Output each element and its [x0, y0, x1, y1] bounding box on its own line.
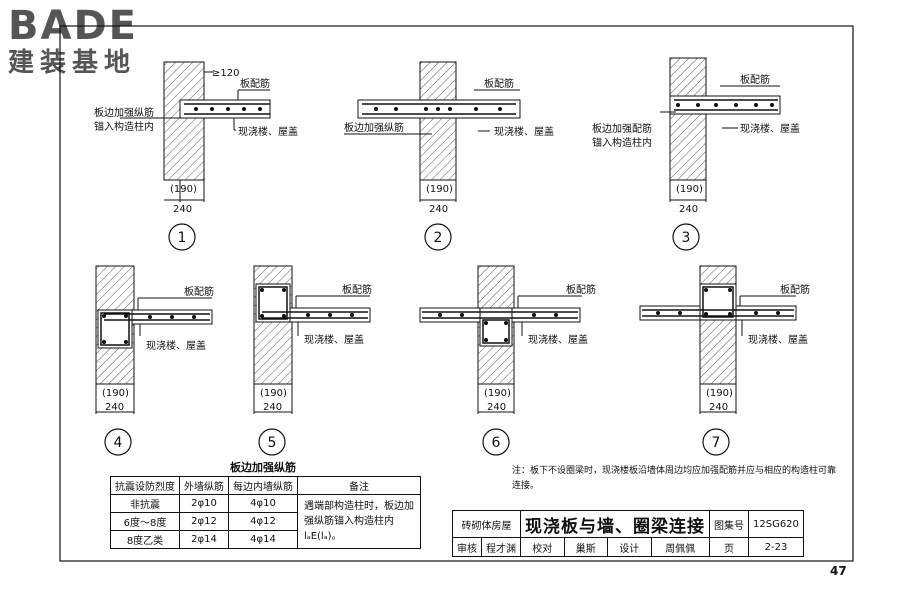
table-cell: 非抗震: [110, 494, 180, 513]
fig5-label-bottom: 现浇楼、屋盖: [304, 333, 364, 346]
fig7-number: 7: [712, 435, 721, 451]
fig6-label-bottom: 现浇楼、屋盖: [528, 333, 588, 346]
sheet-border: [59, 25, 854, 562]
fig6-dim2: 240: [487, 402, 506, 413]
fig2-label-top: 板配筋: [484, 77, 514, 90]
fig5-label-top: 板配筋: [342, 283, 372, 296]
table-header: 外墙纵筋: [179, 476, 229, 495]
fig5-number: 5: [268, 435, 277, 451]
fig7-dim2: 240: [709, 402, 728, 413]
reviewer-name: 程才渊: [481, 537, 521, 557]
fig1-label-bottom: 现浇楼、屋盖: [238, 125, 298, 138]
fig3-label-bottom: 现浇楼、屋盖: [740, 122, 800, 135]
figure-3: [660, 57, 781, 251]
table-cell: 2φ14: [179, 530, 229, 549]
fig7-label-bottom: 现浇楼、屋盖: [748, 333, 808, 346]
table-remark: 遇端部构造柱时，板边加强纵筋锚入构造柱内lₐE(lₐ)。: [297, 494, 421, 549]
fig2-label-bottom: 现浇楼、屋盖: [494, 125, 554, 138]
wall: [163, 61, 205, 181]
fig2-label-left: 板边加强纵筋: [344, 121, 404, 134]
checker-name: 巢斯: [563, 537, 608, 557]
fig5-dim2: 240: [263, 402, 282, 413]
fig4-number: 4: [114, 435, 123, 451]
table-row: 非抗震 2φ10 4φ10 遇端部构造柱时，板边加强纵筋锚入构造柱内lₐE(lₐ…: [110, 494, 421, 549]
figure-1: [120, 61, 271, 251]
designer-name: 周佩佩: [650, 537, 710, 557]
table-header: 备注: [297, 476, 421, 495]
title-category: 砖砌体房屋: [452, 510, 521, 538]
fig3-dim1: (190): [676, 184, 703, 195]
figure-2: [344, 61, 521, 251]
review-label: 审核: [452, 537, 482, 557]
fig7-dim1: (190): [706, 388, 733, 399]
table-row: 8度乙类 2φ14 4φ14: [110, 530, 421, 549]
title-block: 砖砌体房屋 现浇板与墙、圈梁连接 图集号 12SG620 审核 程才渊 校对 巢…: [452, 510, 804, 557]
figure-6: [419, 265, 582, 456]
table-cell: 4φ12: [228, 512, 298, 531]
table-cell: 2φ10: [179, 494, 229, 513]
table-cell: 6度～8度: [110, 512, 180, 531]
table-header-row: 抗震设防烈度 外墙纵筋 每边内墙纵筋 备注: [110, 476, 421, 495]
fig6-dim1: (190): [484, 388, 511, 399]
fig3-number: 3: [682, 230, 691, 246]
table-cell: 4φ14: [228, 530, 298, 549]
fig3-dim2: 240: [679, 204, 698, 215]
drawing-title: 现浇板与墙、圈梁连接: [520, 510, 710, 538]
fig2-dim2: 240: [429, 204, 448, 215]
fig2-number: 2: [434, 230, 443, 246]
fig1-dim1: (190): [170, 184, 197, 195]
fig3-label-top: 板配筋: [740, 73, 770, 86]
table-title: 板边加强纵筋: [230, 461, 296, 474]
atlas-label: 图集号: [709, 510, 749, 538]
fig1-label-left-1: 板边加强纵筋: [94, 106, 154, 119]
figure-7: [639, 265, 797, 456]
fig3-label-left-1: 板边加强配筋: [592, 122, 652, 135]
check-label: 校对: [520, 537, 565, 557]
fig4-dim2: 240: [105, 402, 124, 413]
fig6-number: 6: [492, 435, 501, 451]
figure-4: [95, 265, 213, 456]
fig1-label-top: 板配筋: [240, 77, 270, 90]
fig1-dim2: 240: [173, 204, 192, 215]
page-number: 47: [830, 564, 847, 578]
logo-text-cn: 建装基地: [8, 48, 137, 78]
fig1-number: 1: [178, 230, 187, 246]
table-header: 每边内墙纵筋: [228, 476, 298, 495]
slab: [179, 99, 271, 119]
fig4-label-top: 板配筋: [184, 285, 214, 298]
table-cell: 2φ12: [179, 512, 229, 531]
fig4-dim1: (190): [102, 388, 129, 399]
fig1-label-left-2: 锚入构造柱内: [94, 120, 154, 133]
fig1-dim-top: ≥120: [212, 68, 239, 79]
table-header: 抗震设防烈度: [110, 476, 180, 495]
fig3-label-left-2: 锚入构造柱内: [592, 136, 652, 149]
sheet-page: 2-23: [748, 537, 804, 557]
table-cell: 8度乙类: [110, 530, 180, 549]
atlas-number: 12SG620: [748, 510, 804, 538]
fig4-label-bottom: 现浇楼、屋盖: [146, 339, 206, 352]
fig5-dim1: (190): [260, 388, 287, 399]
table-cell: 4φ10: [228, 494, 298, 513]
reinforcement-table: 抗震设防烈度 外墙纵筋 每边内墙纵筋 备注 非抗震 2φ10 4φ10 遇端部构…: [110, 476, 421, 549]
design-label: 设计: [607, 537, 652, 557]
fig7-label-top: 板配筋: [780, 283, 810, 296]
fig2-dim1: (190): [426, 184, 453, 195]
figure-5: [253, 265, 371, 456]
drawing-note: 注：板下不设圈梁时，现浇楼板沿墙体周边均应加强配筋并应与相应的构造柱可靠连接。: [512, 466, 837, 491]
page-label: 页: [709, 537, 749, 557]
fig6-label-top: 板配筋: [566, 283, 596, 296]
